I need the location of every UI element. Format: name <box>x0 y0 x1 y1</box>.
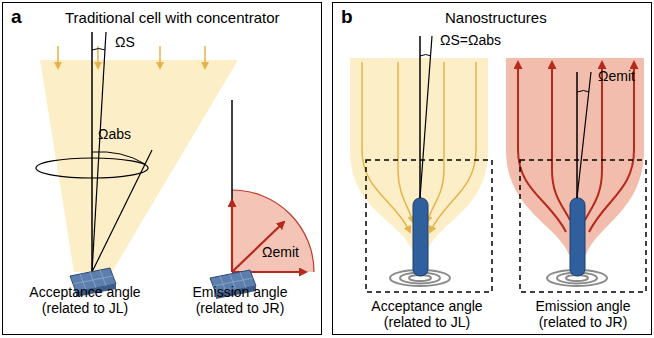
normal-line <box>231 100 233 272</box>
angle-arc <box>92 152 145 164</box>
light-cone <box>40 60 238 272</box>
panel-box: b Nanostructures <box>332 2 652 335</box>
emission-arc <box>232 190 314 272</box>
angle-label: Ωabs <box>98 126 131 142</box>
caption: Emission angle (related to JR) <box>175 284 305 316</box>
panel-title: Nanostructures <box>445 9 547 26</box>
acceptance-line <box>92 150 152 272</box>
caption: Emission angle (related to JR) <box>518 298 648 330</box>
nanowire <box>413 198 428 276</box>
emission-arrows <box>232 200 306 272</box>
normal-line <box>576 72 578 198</box>
panel-letter: b <box>341 6 353 28</box>
angle-arc <box>92 49 105 51</box>
angle-label: Ωemit <box>262 244 299 260</box>
normal-line <box>419 36 421 198</box>
angle-line <box>420 36 432 198</box>
emission-fan <box>232 190 314 272</box>
dashed-region <box>366 160 492 292</box>
angle-arc <box>420 55 431 57</box>
caption: Acceptance angle (related to JL) <box>20 284 150 316</box>
angle-label: Ωemit <box>598 68 635 84</box>
angle-label: ΩS=Ωabs <box>440 32 501 48</box>
angle-line <box>577 72 591 198</box>
angle-label: ΩS <box>115 34 135 50</box>
caption: Acceptance angle (related to JL) <box>362 298 492 330</box>
panel-title: Traditional cell with concentrator <box>65 9 280 26</box>
panel-letter: a <box>11 6 22 28</box>
dashed-region <box>520 160 646 292</box>
nanowire <box>570 198 585 276</box>
angle-arc <box>577 91 589 93</box>
